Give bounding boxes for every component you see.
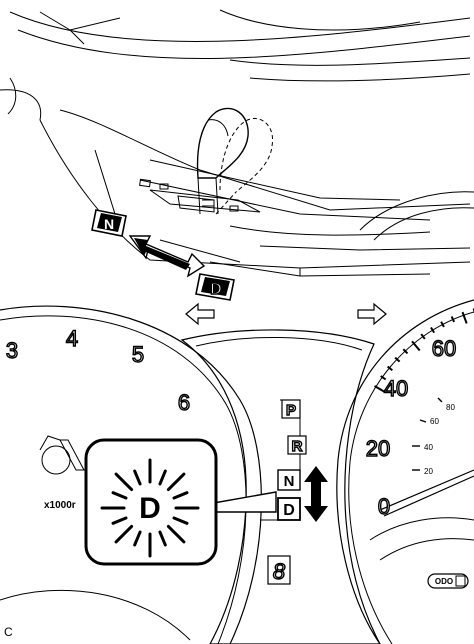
- console-shift-arrow: [128, 235, 206, 278]
- console-n-label: N: [91, 209, 127, 237]
- sunburst-ray: [111, 491, 128, 500]
- indicator-double-arrow: [304, 466, 328, 522]
- shift-indicator: P R N D: [260, 399, 307, 521]
- left-outline-arrow: [185, 302, 215, 326]
- speed-tick: [461, 311, 468, 324]
- odometer-button: ODO: [427, 573, 469, 589]
- speed-inner-ticks: [412, 397, 443, 471]
- tach-number-4: 4: [66, 326, 78, 351]
- speed-tick: [380, 375, 387, 381]
- figure-code: C: [4, 625, 13, 639]
- odometer-label: ODO: [435, 577, 453, 586]
- console-d-label: D: [195, 273, 235, 301]
- tach-number-5: 5: [132, 342, 144, 367]
- indicator-d: D: [283, 502, 295, 519]
- speed-tick: [450, 316, 456, 323]
- gear-digit-display: 8: [267, 555, 291, 585]
- tach-number-6: 6: [178, 390, 190, 415]
- gear-digit: 8: [273, 559, 286, 584]
- speed-inner-60: 60: [430, 417, 439, 426]
- speed-number-60: 60: [432, 336, 456, 361]
- speed-tick: [386, 365, 393, 372]
- tach-needle: [39, 435, 85, 475]
- sunburst-ray: [158, 469, 167, 486]
- sunburst-ray: [114, 472, 134, 492]
- console-n-text: N: [104, 216, 114, 232]
- speed-tick: [411, 340, 421, 352]
- speed-inner-80: 80: [446, 403, 455, 412]
- right-outline-arrow: [357, 302, 387, 326]
- tachometer: [0, 305, 262, 644]
- sunburst-ray: [133, 530, 142, 547]
- speed-tick: [420, 333, 426, 340]
- speed-number-20: 20: [366, 436, 390, 461]
- sunburst-ray: [166, 472, 186, 492]
- speedometer: [336, 299, 474, 644]
- sunburst-ray: [114, 524, 134, 544]
- speed-tick: [440, 321, 445, 328]
- sunburst-ray: [133, 469, 142, 486]
- speed-tick: [430, 326, 436, 334]
- indicator-p: P: [286, 402, 296, 419]
- indicator-n: N: [284, 473, 295, 490]
- speed-tick: [394, 356, 401, 363]
- sunburst-ray: [166, 524, 186, 544]
- sunburst-ray: [172, 491, 189, 500]
- speed-number-0: 0: [378, 494, 390, 519]
- center-display-panel: [180, 329, 381, 644]
- indicator-r: R: [292, 438, 303, 455]
- tach-unit: x1000r: [44, 500, 76, 511]
- tach-number-3: 3: [6, 338, 18, 363]
- sunburst-ray: [111, 516, 128, 525]
- speed-number-40: 40: [384, 376, 408, 401]
- speed-inner-40: 40: [424, 443, 433, 452]
- speed-tick: [374, 385, 386, 393]
- sunburst-ray: [172, 516, 189, 525]
- zoom-d-text: D: [139, 492, 161, 525]
- sunburst-ray: [158, 530, 167, 547]
- speed-inner-20: 20: [424, 467, 433, 476]
- zoom-callout: D: [84, 438, 277, 566]
- speed-tick: [402, 348, 409, 355]
- console-d-text: D: [210, 281, 222, 298]
- center-console: [0, 9, 474, 277]
